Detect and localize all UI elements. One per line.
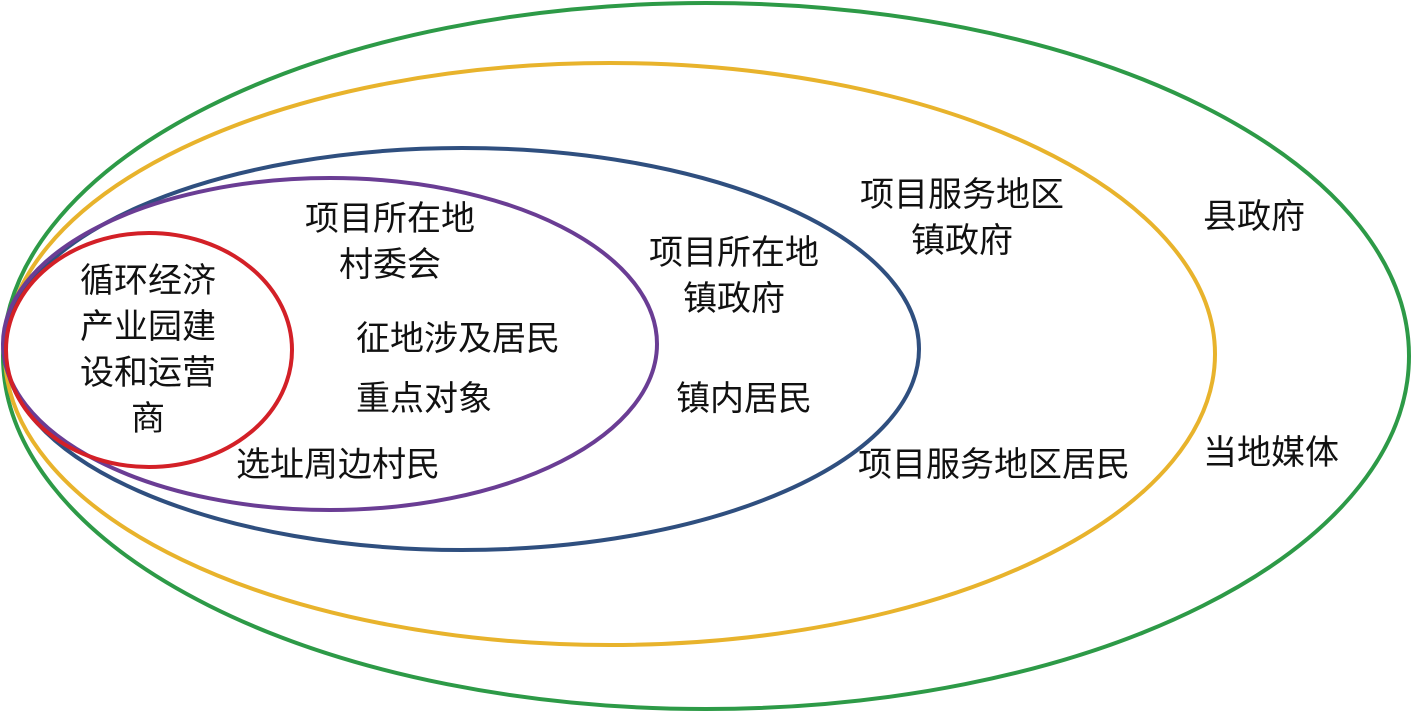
label-key-targets: 重点对象	[356, 376, 492, 422]
label-line: 县政府	[1203, 197, 1305, 237]
label-industrial-park-operator: 循环经济 产业园建 设和运营 商	[60, 258, 236, 442]
label-line: 镇内居民	[676, 379, 812, 419]
label-service-area-government: 项目服务地区 镇政府	[842, 172, 1082, 264]
label-line: 项目所在地	[305, 199, 475, 239]
label-line: 重点对象	[356, 379, 492, 419]
label-line: 产业园建	[80, 307, 216, 347]
label-line: 当地媒体	[1203, 433, 1339, 473]
label-line: 循环经济	[80, 261, 216, 301]
label-line: 选址周边村民	[236, 445, 440, 485]
label-surrounding-villagers: 选址周边村民	[236, 442, 440, 488]
label-line: 设和运营	[80, 353, 216, 393]
label-service-area-residents: 项目服务地区居民	[858, 442, 1130, 488]
label-line: 项目所在地	[649, 233, 819, 273]
label-village-committee: 项目所在地 村委会	[290, 196, 490, 288]
label-expropriation-residents: 征地涉及居民	[356, 316, 560, 362]
label-county-government: 县政府	[1203, 194, 1305, 240]
label-line: 项目服务地区	[860, 175, 1064, 215]
label-town-residents: 镇内居民	[676, 376, 812, 422]
label-local-media: 当地媒体	[1203, 430, 1339, 476]
label-line: 镇政府	[683, 279, 785, 319]
label-line: 商	[131, 399, 165, 439]
label-town-government: 项目所在地 镇政府	[634, 230, 834, 322]
label-line: 村委会	[339, 245, 441, 285]
label-line: 镇政府	[911, 221, 1013, 261]
purple-ring	[1, 176, 659, 512]
label-line: 项目服务地区居民	[858, 445, 1130, 485]
label-line: 征地涉及居民	[356, 319, 560, 359]
red-ring	[4, 231, 294, 469]
